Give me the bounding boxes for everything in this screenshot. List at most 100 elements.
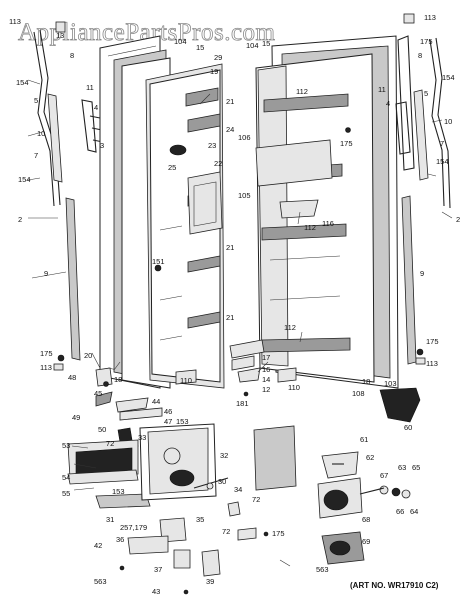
callout-label: 36 [116, 535, 124, 544]
callout-label: 153 [176, 417, 189, 426]
callout-label: 24 [226, 125, 234, 134]
callout-label: 110 [288, 383, 300, 392]
callout-label: 12 [262, 385, 270, 394]
callout-label: 16 [262, 365, 270, 374]
callout-label: 4 [94, 103, 98, 112]
callout-label: 50 [98, 425, 106, 434]
callout-label: 154 [18, 175, 31, 184]
callout-label: 175 [40, 349, 53, 358]
callout-label: 15 [262, 39, 270, 48]
callout-label: 37 [154, 565, 162, 574]
callout-label: 62 [366, 453, 374, 462]
callout-label: 33 [138, 433, 146, 442]
callout-label: 154 [442, 73, 455, 82]
hinge-parts [95, 339, 297, 397]
callout-label: 49 [72, 413, 80, 422]
callout-label: 5 [34, 96, 38, 105]
callout-label: 5 [424, 89, 428, 98]
callout-label: 53 [62, 441, 70, 450]
callout-label: 42 [94, 541, 102, 550]
callout-label: 30 [218, 477, 226, 486]
callout-label: 154 [16, 78, 29, 87]
callout-label: 22 [214, 159, 222, 168]
callout-label: 181 [236, 399, 249, 408]
callout-label: 39 [206, 577, 214, 586]
callout-label: 8 [70, 51, 74, 60]
callout-label: 11 [378, 85, 386, 94]
callout-label: 68 [362, 515, 370, 524]
callout-label: 20 [84, 351, 92, 360]
callout-label: 35 [196, 515, 204, 524]
callout-label: 21 [226, 313, 234, 322]
callout-label: 19 [210, 67, 218, 76]
dispenser-assembly [67, 391, 269, 595]
right-door-gasket [397, 13, 451, 365]
callout-label: 25 [168, 163, 176, 172]
callout-label: 154 [436, 157, 449, 166]
callout-label: 257,179 [120, 523, 147, 532]
callout-label: 64 [410, 507, 418, 516]
callout-label: 153 [112, 487, 125, 496]
callout-label: 105 [238, 191, 251, 200]
callout-label: 7 [34, 151, 38, 160]
callout-label: 151 [152, 257, 165, 266]
callout-label: 8 [418, 51, 422, 60]
callout-label: 67 [380, 471, 388, 480]
callout-label: 18 [362, 377, 370, 386]
callout-label: 60 [404, 423, 412, 432]
callout-label: 175 [420, 37, 433, 46]
callout-label: 103 [384, 379, 397, 388]
callout-label: 10 [37, 129, 45, 138]
callout-label: 7 [440, 139, 444, 148]
callout-label: 4 [386, 99, 390, 108]
callout-label: 54 [62, 473, 70, 482]
callout-label: 113 [424, 13, 436, 22]
callout-label: 9 [420, 269, 424, 278]
callout-label: 14 [262, 375, 270, 384]
callout-label: 18 [114, 375, 122, 384]
callout-label: 44 [152, 397, 160, 406]
callout-label: 66 [396, 507, 404, 516]
callout-label: 55 [62, 489, 70, 498]
ice-crusher-assembly [253, 387, 421, 565]
callout-label: 175 [340, 139, 353, 148]
callout-label: 29 [214, 53, 222, 62]
callout-label: 15 [196, 43, 204, 52]
callout-label: 72 [106, 439, 114, 448]
callout-label: 61 [360, 435, 368, 444]
callout-label: 13 [56, 31, 64, 40]
callout-label: 23 [208, 141, 216, 150]
callout-label: 2 [18, 215, 22, 224]
callout-label: 21 [226, 243, 234, 252]
right-door-handle [395, 89, 429, 181]
callout-label: 106 [238, 133, 251, 142]
callout-labels: 113 13 8 154 5 11 10 4 3 7 154 2 9 175 1… [9, 13, 460, 596]
callout-label: 48 [68, 373, 76, 382]
callout-label: 69 [362, 537, 370, 546]
callout-label: 113 [426, 359, 438, 368]
callout-label: 112 [284, 323, 296, 332]
callout-label: 116 [322, 219, 334, 228]
callout-label: 21 [226, 97, 234, 106]
callout-label: 563 [94, 577, 107, 586]
callout-label: 113 [40, 363, 52, 372]
callout-label: 32 [220, 451, 228, 460]
callout-label: 3 [100, 141, 104, 150]
callout-label: 112 [304, 223, 316, 232]
callout-label: 34 [234, 485, 242, 494]
callout-label: 47 [164, 417, 172, 426]
callout-label: 43 [152, 587, 160, 596]
callout-label: 17 [262, 353, 270, 362]
freezer-door [99, 35, 225, 389]
callout-label: 10 [444, 117, 452, 126]
callout-label: 72 [252, 495, 260, 504]
left-door-gasket [33, 21, 81, 371]
art-number: (ART NO. WR17910 C2) [350, 581, 439, 590]
callout-label: 9 [44, 269, 48, 278]
callout-label: 11 [86, 83, 94, 92]
callout-label: 2 [456, 215, 460, 224]
callout-label: 108 [352, 389, 365, 398]
callout-label: 175 [426, 337, 439, 346]
callout-label: 563 [316, 565, 329, 574]
